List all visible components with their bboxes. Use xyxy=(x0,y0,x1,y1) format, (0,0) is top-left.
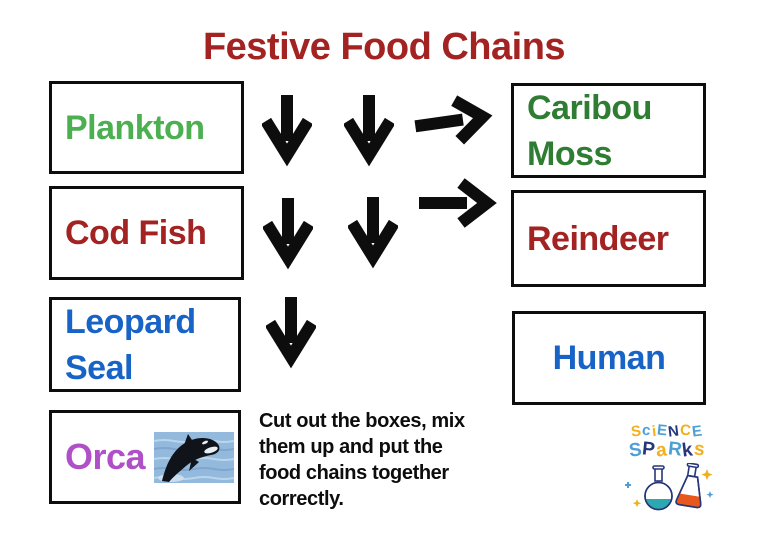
card-label-line1: Caribou xyxy=(527,88,652,127)
card-caribou-moss: Caribou Moss xyxy=(511,83,706,178)
card-cod-fish: Cod Fish xyxy=(49,186,244,280)
arrow-down-icon xyxy=(348,197,398,269)
card-reindeer: Reindeer xyxy=(511,190,706,287)
card-label-line1: Leopard xyxy=(65,302,196,341)
instructions-text: Cut out the boxes, mix them up and put t… xyxy=(259,410,465,510)
logo-letter: s xyxy=(692,438,707,461)
card-plankton: Plankton xyxy=(49,81,244,174)
page-title: Festive Food Chains xyxy=(202,26,566,68)
card-label-line2: Moss xyxy=(527,134,612,173)
arrow-down-icon xyxy=(344,95,394,167)
flask-icons xyxy=(625,462,714,511)
arrow-down-icon xyxy=(262,95,312,167)
arrow-down-icon xyxy=(266,297,316,369)
science-sparks-logo: SciENCE SPaRks xyxy=(604,421,728,520)
card-label: Cod Fish xyxy=(65,214,207,252)
card-label: Reindeer xyxy=(527,219,669,258)
arrow-down-icon xyxy=(263,198,313,270)
logo-word-science: SciENCE xyxy=(606,421,728,440)
card-human: Human xyxy=(512,311,706,405)
orca-photo xyxy=(154,431,235,483)
card-orca: Orca xyxy=(49,410,241,504)
logo-word-sparks: SPaRks xyxy=(604,438,728,462)
card-label: Human xyxy=(552,339,666,377)
card-label: Plankton xyxy=(65,108,205,147)
card-label: Orca xyxy=(65,436,146,477)
arrow-right-icon xyxy=(414,95,493,145)
card-label-line2: Seal xyxy=(65,348,133,387)
card-leopard-seal: Leopard Seal xyxy=(49,297,241,392)
arrow-right-icon xyxy=(419,178,497,228)
